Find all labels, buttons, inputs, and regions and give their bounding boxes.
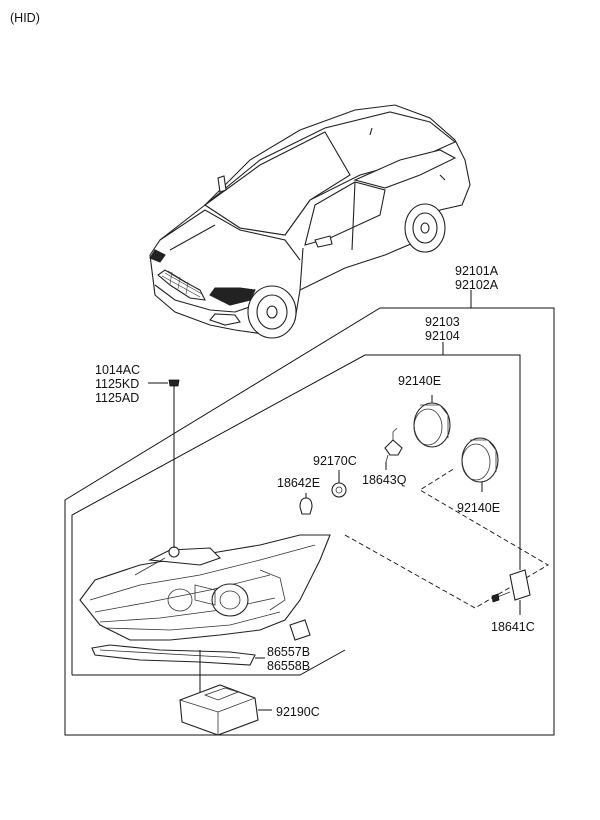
dust-cap-icon	[413, 395, 499, 492]
assembly-frame	[64, 290, 555, 736]
label-headlamp-2: 92104	[425, 329, 460, 343]
screw-icon	[148, 379, 180, 548]
socket-icon	[491, 569, 531, 615]
label-cap-lower: 92140E	[457, 501, 500, 515]
bulb-holder-icon	[331, 470, 347, 498]
label-bulb-holder: 92170C	[313, 454, 357, 468]
ballast-icon	[179, 684, 272, 736]
label-ballast-socket: 18641C	[491, 620, 535, 634]
headlamp-assembly-drawing	[79, 534, 331, 641]
label-assembly-1: 92101A	[455, 264, 499, 278]
bulb-hid-icon	[384, 427, 403, 470]
label-screw-3: 1125AD	[95, 391, 139, 405]
label-cap-upper: 92140E	[398, 374, 441, 388]
label-ballast: 92190C	[276, 705, 320, 719]
car-illustration	[149, 104, 471, 339]
bulb-icon	[299, 493, 313, 515]
label-headlamp-1: 92103	[425, 315, 460, 329]
label-assembly-2: 92102A	[455, 278, 499, 292]
trim-strip-icon	[91, 644, 265, 695]
part-labels: 92101A 92102A 92103 92104 1014AC 1125KD …	[95, 264, 535, 719]
label-screw-2: 1125KD	[95, 377, 139, 391]
label-screw-1: 1014AC	[95, 363, 140, 377]
label-bulb: 18642E	[277, 476, 320, 490]
label-bulb-hid: 18643Q	[362, 473, 407, 487]
label-trim-1: 86557B	[267, 645, 310, 659]
variant-label: (HID)	[10, 11, 40, 25]
dashed-guides	[344, 467, 549, 609]
label-trim-2: 86558B	[267, 659, 310, 673]
